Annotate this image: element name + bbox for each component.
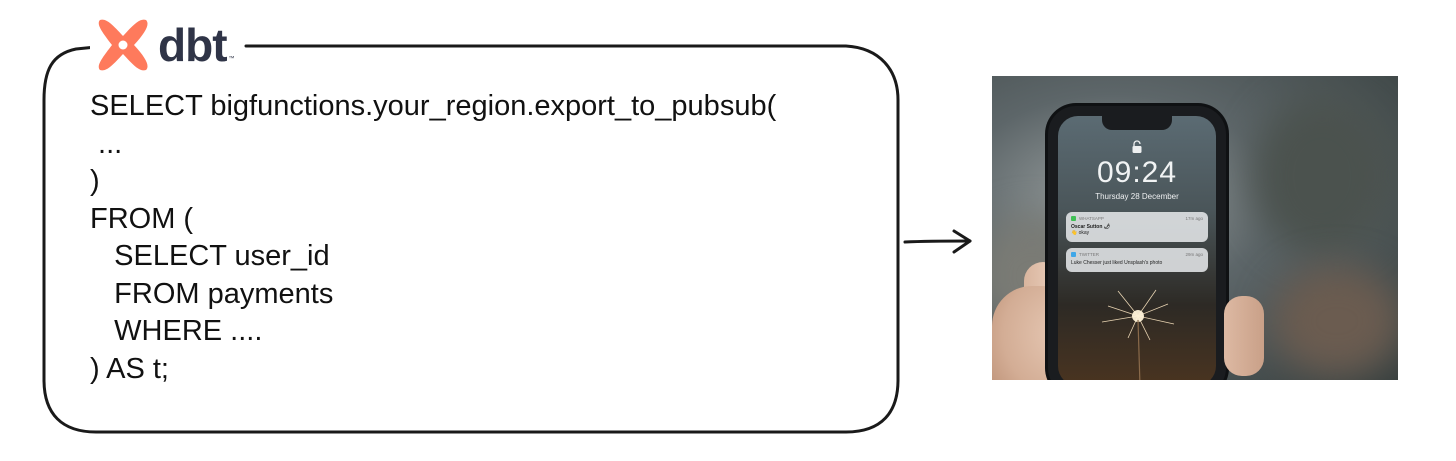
phone-notch (1102, 116, 1172, 130)
twitter-icon (1071, 252, 1076, 257)
lock-screen-time: 09:24 (1058, 156, 1216, 190)
phone-lock-screen: 09:24 Thursday 28 December WHATSAPP 17m … (1058, 116, 1216, 380)
phone: 09:24 Thursday 28 December WHATSAPP 17m … (1048, 106, 1226, 380)
flow-arrow-icon (902, 226, 976, 260)
sparkler-icon (1098, 286, 1178, 380)
code-line: SELECT bigfunctions.your_region.export_t… (90, 88, 776, 126)
whatsapp-icon (1071, 216, 1076, 221)
notification-body: Luke Chesser just liked Unsplash's photo (1071, 260, 1203, 266)
notification-time: 17m ago (1185, 216, 1203, 221)
notification-body: 👋 okay (1071, 230, 1203, 236)
code-line: FROM payments (90, 276, 776, 314)
code-line: FROM ( (90, 201, 776, 239)
code-line: ) (90, 163, 776, 201)
notification-app: TWITTER (1079, 252, 1099, 257)
code-line: ) AS t; (90, 351, 776, 389)
notification-app: WHATSAPP (1079, 216, 1104, 221)
notification-time: 29m ago (1185, 252, 1203, 257)
code-line: WHERE .... (90, 313, 776, 351)
dbt-logo-mark-icon (94, 16, 152, 74)
dbt-logo-trademark: ™ (229, 56, 235, 62)
phone-notification-photo: 09:24 Thursday 28 December WHATSAPP 17m … (992, 76, 1398, 380)
dbt-logo: dbt ™ (90, 14, 241, 76)
dbt-logo-text: dbt (158, 22, 227, 68)
code-line: ... (90, 126, 776, 164)
notification-whatsapp: WHATSAPP 17m ago Oscar Sutton 🌶 👋 okay (1066, 212, 1208, 242)
hand-fingers (1224, 296, 1264, 376)
unlock-icon (1131, 140, 1143, 154)
code-line: SELECT user_id (90, 238, 776, 276)
notification-twitter: TWITTER 29m ago Luke Chesser just liked … (1066, 248, 1208, 272)
sql-code-block: SELECT bigfunctions.your_region.export_t… (90, 88, 776, 388)
lock-screen-date: Thursday 28 December (1058, 192, 1216, 201)
